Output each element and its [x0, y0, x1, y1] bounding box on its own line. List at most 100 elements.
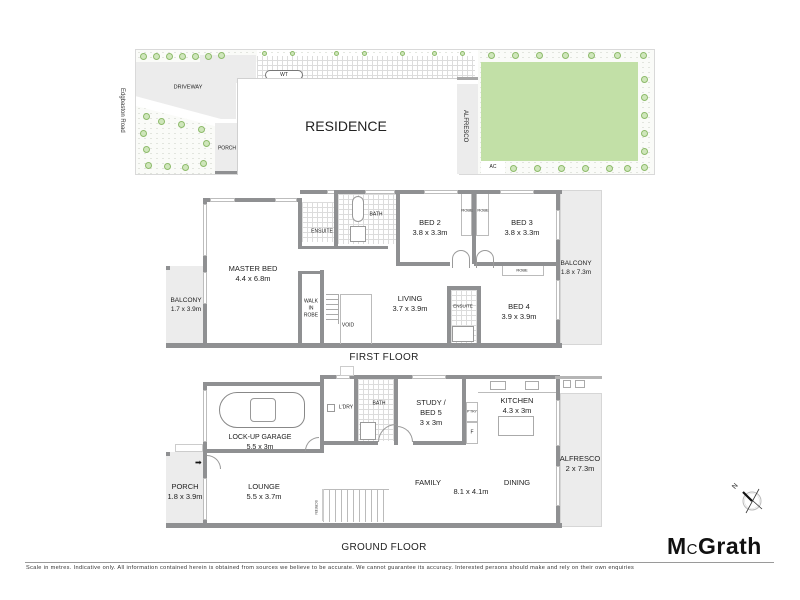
window — [203, 272, 207, 304]
ensuite-master-label: ENSUITE — [311, 228, 333, 235]
robe-1-label: ROBE — [461, 207, 473, 213]
kitchen-name: KITCHEN — [500, 396, 534, 405]
robe-3-label: ROBE — [516, 267, 528, 273]
wall — [203, 382, 323, 386]
balcony-left-area — [166, 266, 204, 345]
kitchen-size: 4.3 x 3m — [502, 406, 532, 415]
wall — [447, 286, 451, 344]
wir-line3: ROBE — [303, 312, 319, 319]
tree-icon — [641, 148, 648, 155]
door — [397, 426, 413, 442]
tree-icon — [641, 94, 648, 101]
bed3-size: 3.8 x 3.3m — [504, 228, 540, 237]
robe-3 — [502, 266, 544, 276]
alfresco-name: ALFRESCO — [559, 454, 601, 463]
first-floor-title: FIRST FLOOR — [349, 352, 419, 363]
tree-icon — [400, 51, 405, 56]
tree-icon — [432, 51, 437, 56]
wall — [338, 246, 388, 249]
ensuite-bed4-label: ENSUITE — [453, 303, 473, 309]
wall — [298, 271, 322, 274]
wall — [556, 375, 560, 528]
tree-icon — [606, 165, 613, 172]
wall — [474, 262, 514, 266]
wall — [203, 198, 302, 202]
family-name: FAMILY — [414, 478, 442, 487]
balcony-right-size: 1.8 x 7.3m — [560, 269, 592, 276]
bath-tiles — [338, 194, 396, 244]
living-name: LIVING — [397, 294, 423, 303]
wall — [320, 270, 324, 344]
wall — [166, 452, 170, 456]
site-alfresco-wall — [457, 77, 481, 80]
dining-name: DINING — [503, 478, 531, 487]
tree-icon — [641, 112, 648, 119]
balcony-left-name: BALCONY — [170, 297, 202, 304]
wir-line1: WALK — [304, 298, 318, 305]
void-label: VOID — [341, 322, 355, 329]
wall — [320, 375, 324, 453]
brand-suffix: Grath — [698, 533, 762, 559]
pantry-label: P'TRY — [467, 409, 477, 414]
water-tank-label: WT — [280, 72, 288, 78]
entry-arrow-icon: ➡ — [195, 458, 202, 467]
site-porch-label: PORCH — [217, 145, 237, 152]
residence-footprint — [237, 78, 459, 175]
shower-icon — [452, 326, 474, 342]
tree-icon — [218, 52, 225, 59]
window — [412, 375, 446, 379]
screen-label: SCREEN — [314, 500, 318, 515]
sink-icon — [525, 381, 539, 390]
site-alfresco-label: ALFRESCO — [462, 110, 468, 143]
tree-icon — [200, 160, 207, 167]
brand-prefix: M — [667, 533, 687, 559]
tree-icon — [158, 118, 165, 125]
porch-area — [166, 452, 206, 527]
door — [207, 455, 221, 469]
bath-label: BATH — [369, 211, 383, 218]
garage-size: 5.5 x 3m — [246, 444, 274, 451]
tree-icon — [205, 53, 212, 60]
tree-icon — [143, 146, 150, 153]
tree-icon — [362, 51, 367, 56]
bed2-size: 3.8 x 3.3m — [412, 228, 448, 237]
window — [556, 280, 560, 320]
fridge — [466, 422, 478, 444]
wall — [556, 190, 560, 348]
tree-icon — [640, 52, 647, 59]
window — [556, 210, 560, 240]
wall — [396, 190, 400, 264]
tree-icon — [624, 165, 631, 172]
alfresco-area — [560, 393, 602, 527]
ground-floor-title: GROUND FLOOR — [341, 542, 427, 553]
kitchen-bench — [478, 379, 556, 393]
porch-entry-step — [175, 444, 203, 452]
shower-icon — [360, 422, 376, 440]
balcony-left-size: 1.7 x 3.9m — [170, 306, 202, 313]
wall — [354, 375, 358, 445]
bbq-icon — [563, 380, 571, 388]
wall — [462, 375, 466, 445]
tree-icon — [290, 51, 295, 56]
study-size: 3 x 3m — [419, 418, 443, 427]
door — [452, 250, 470, 268]
porch-name: PORCH — [171, 482, 199, 491]
fridge-label: F — [470, 429, 474, 436]
lounge-name: LOUNGE — [248, 482, 280, 491]
residence-label: RESIDENCE — [305, 118, 387, 134]
lounge-size: 5.5 x 3.7m — [246, 492, 282, 501]
robe-2 — [476, 194, 489, 236]
footer-divider — [25, 562, 774, 563]
window — [203, 204, 207, 256]
brand-logo: MCGrath — [667, 534, 762, 562]
bed2-name: BED 2 — [419, 218, 441, 227]
tree-icon — [558, 165, 565, 172]
tree-icon — [179, 53, 186, 60]
gf-bath-label: BATH — [372, 400, 386, 407]
driveway-label: DRIVEWAY — [173, 84, 203, 91]
tree-icon — [641, 130, 648, 137]
cooktop-icon — [490, 381, 506, 390]
wall — [298, 272, 302, 344]
site-alfresco — [457, 84, 478, 174]
laundry-door-step — [340, 366, 354, 376]
